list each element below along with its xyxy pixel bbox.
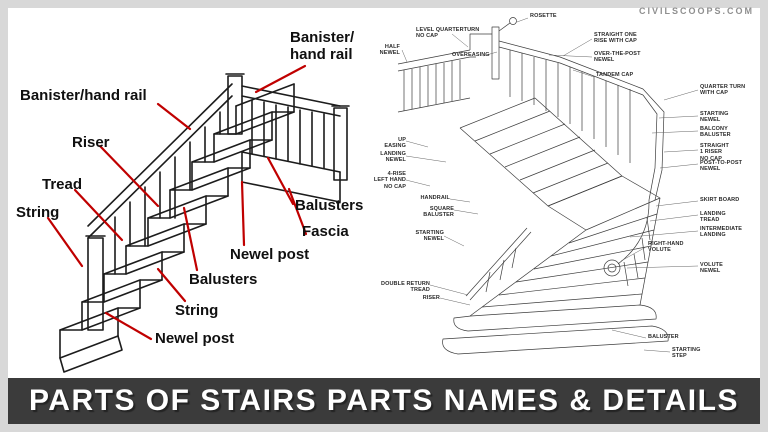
- label-straight-one-rise: STRAIGHT ONE RISE WITH CAP: [594, 32, 637, 45]
- label-riser-right: RISER: [422, 295, 440, 301]
- label-post-to-post-newel: POST-TO-POST NEWEL: [700, 160, 743, 173]
- label-balusters-right: Balusters: [295, 197, 364, 214]
- label-balcony-baluster: BALCONY BALUSTER: [700, 126, 731, 139]
- label-string-left: String: [16, 204, 60, 221]
- left-leader-lines: [46, 64, 308, 341]
- label-fascia: Fascia: [302, 223, 349, 240]
- label-newel-post-bottom: Newel post: [155, 330, 235, 347]
- right-leader-lines: [401, 17, 699, 353]
- label-straight-1-riser: STRAIGHT 1 RISER NO CAP: [700, 143, 729, 162]
- label-banister-handrail-top: Banister/ hand rail: [290, 29, 355, 63]
- label-starting-newel-lower: STARTING NEWEL: [415, 230, 444, 243]
- label-overeasing: OVEREASING: [452, 52, 490, 58]
- label-double-return-tread: DOUBLE RETURN TREAD: [381, 281, 430, 294]
- label-baluster: BALUSTER: [648, 334, 679, 340]
- label-rosette: ROSETTE: [530, 13, 557, 19]
- label-half-newel: HALF NEWEL: [379, 44, 400, 57]
- label-four-rise: 4-RISE LEFT HAND NO CAP: [373, 171, 406, 190]
- label-landing-tread: LANDING TREAD: [700, 211, 726, 224]
- label-landing-newel: LANDING NEWEL: [380, 151, 406, 164]
- label-balusters-mid: Balusters: [189, 271, 258, 288]
- label-up-easing: UP EASING: [384, 137, 406, 150]
- label-tandem-cap: TANDEM CAP: [596, 72, 634, 78]
- label-starting-newel-upper: STARTING NEWEL: [700, 111, 729, 124]
- label-riser: Riser: [72, 134, 110, 151]
- label-volute-newel: VOLUTE NEWEL: [700, 262, 723, 275]
- banner-title: PARTS OF STAIRS PARTS NAMES & DETAILS: [29, 384, 739, 417]
- label-skirt-board: SKIRT BOARD: [700, 197, 740, 203]
- label-string-mid: String: [175, 302, 219, 319]
- label-handrail: HANDRAIL: [420, 195, 450, 201]
- label-quarter-turn: QUARTER TURN WITH CAP: [700, 84, 746, 97]
- right-stairs-drawing: [397, 17, 669, 355]
- label-level-quarterturn: LEVEL QUARTERTURN NO CAP: [416, 27, 480, 40]
- label-banister-handrail-left: Banister/hand rail: [20, 87, 147, 104]
- label-newel-post-right: Newel post: [230, 246, 310, 263]
- watermark: CIVILSCOOPS.COM: [638, 6, 754, 16]
- label-tread: Tread: [42, 176, 83, 193]
- label-starting-step: STARTING STEP: [672, 347, 701, 360]
- label-intermediate-landing: INTERMEDIATE LANDING: [700, 226, 743, 239]
- title-banner: PARTS OF STAIRS PARTS NAMES & DETAILS: [8, 378, 760, 424]
- label-over-the-post-newel: OVER-THE-POST NEWEL: [594, 51, 641, 64]
- label-right-hand-volute: RIGHT-HAND VOLUTE: [648, 241, 684, 254]
- left-stairs-drawing: [59, 73, 350, 373]
- label-square-baluster: SQUARE BALUSTER: [423, 206, 454, 219]
